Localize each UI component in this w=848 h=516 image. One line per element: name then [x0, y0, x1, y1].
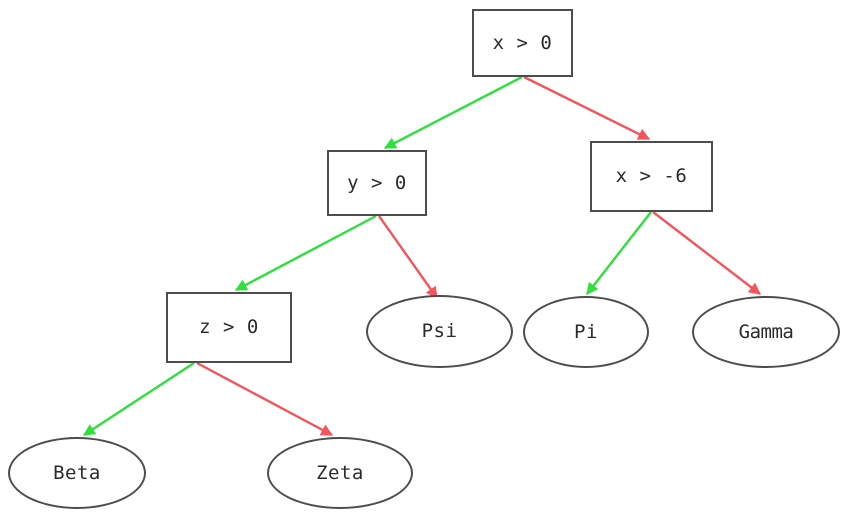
node-leaf-beta[interactable]: Beta — [8, 437, 146, 509]
edge-y0-to-z0 — [234, 214, 377, 292]
node-label: Pi — [574, 320, 598, 343]
node-y-gt-0[interactable]: y > 0 — [327, 150, 427, 216]
node-label: x > -6 — [615, 165, 688, 187]
edge-root-to-y0 — [383, 75, 523, 150]
node-leaf-zeta[interactable]: Zeta — [267, 437, 413, 509]
edge-z0-to-beta — [82, 361, 195, 437]
edge-xm6-to-gamma — [652, 211, 761, 295]
edge-xm6-to-pi — [586, 211, 652, 295]
edge-root-to-xm6 — [523, 75, 651, 141]
node-label: Zeta — [316, 461, 364, 484]
node-z-gt-0[interactable]: z > 0 — [166, 292, 292, 363]
node-leaf-gamma[interactable]: Gamma — [692, 296, 840, 368]
edge-y0-to-psi — [378, 215, 438, 299]
node-root-x-gt-0[interactable]: x > 0 — [472, 9, 573, 77]
node-label: z > 0 — [199, 316, 259, 338]
edge-z0-to-zeta — [196, 361, 334, 437]
node-label: Beta — [53, 461, 101, 484]
node-label: Gamma — [738, 320, 794, 343]
node-label: x > 0 — [492, 31, 553, 54]
node-x-gt-minus-6[interactable]: x > -6 — [590, 141, 713, 212]
node-leaf-pi[interactable]: Pi — [523, 296, 649, 368]
node-label: y > 0 — [347, 171, 407, 194]
node-label: Psi — [421, 320, 458, 342]
node-leaf-psi[interactable]: Psi — [366, 295, 513, 368]
